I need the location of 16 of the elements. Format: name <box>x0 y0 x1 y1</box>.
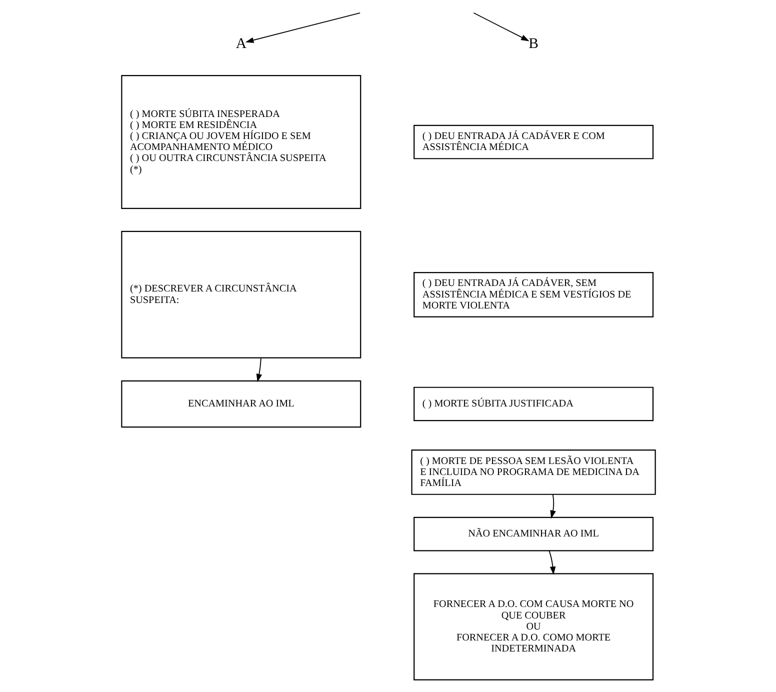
node-box: ( ) MORTE DE PESSOA SEM LESÃO VIOLENTA E INCLUIDA NO PROGRAMA DE MEDICINA DA FAMÍLIA <box>410 450 656 495</box>
node-box: FORNECER A D.O. COM CAUSA MORTE NO QUE COUBER OU FORNECER A D.O. COMO MORTE INDETERMINADA <box>413 573 654 680</box>
node-box: ( ) DEU ENTRADA JÁ CADÁVER, SEM ASSISTÊNCIA MÉDICA E SEM VESTÍGIOS DE MORTE VIOLENTA <box>413 272 654 318</box>
arrow <box>244 12 360 43</box>
node-box: ( ) MORTE SÚBITA INESPERADA ( ) MORTE EM RESIDÊNCIA ( ) CRIANÇA OU JOVEM HÍGIDO E SEM ACOMPANHAMENTO MÉDICO ( ) OU OUTRA CIRCUNSTÂNCIA SUSPEITA (*) <box>120 75 361 209</box>
node-box: ENCAMINHAR AO IML <box>120 380 361 428</box>
node-box: NÃO ENCAMINHAR AO IML <box>413 516 654 552</box>
node-text: A <box>235 36 246 52</box>
node-box: ( ) DEU ENTRADA JÁ CADÁVER E COM ASSISTÊNCIA MÉDICA <box>413 124 654 160</box>
arrow <box>550 494 556 519</box>
arrow <box>548 550 556 575</box>
node-text: B <box>528 36 538 52</box>
arrow <box>472 12 529 42</box>
arrow <box>256 358 262 382</box>
node-box: ( ) MORTE SÚBITA JUSTIFICADA <box>413 386 654 422</box>
node-box: (*) DESCREVER A CIRCUNSTÂNCIA SUSPEITA: <box>120 230 361 358</box>
